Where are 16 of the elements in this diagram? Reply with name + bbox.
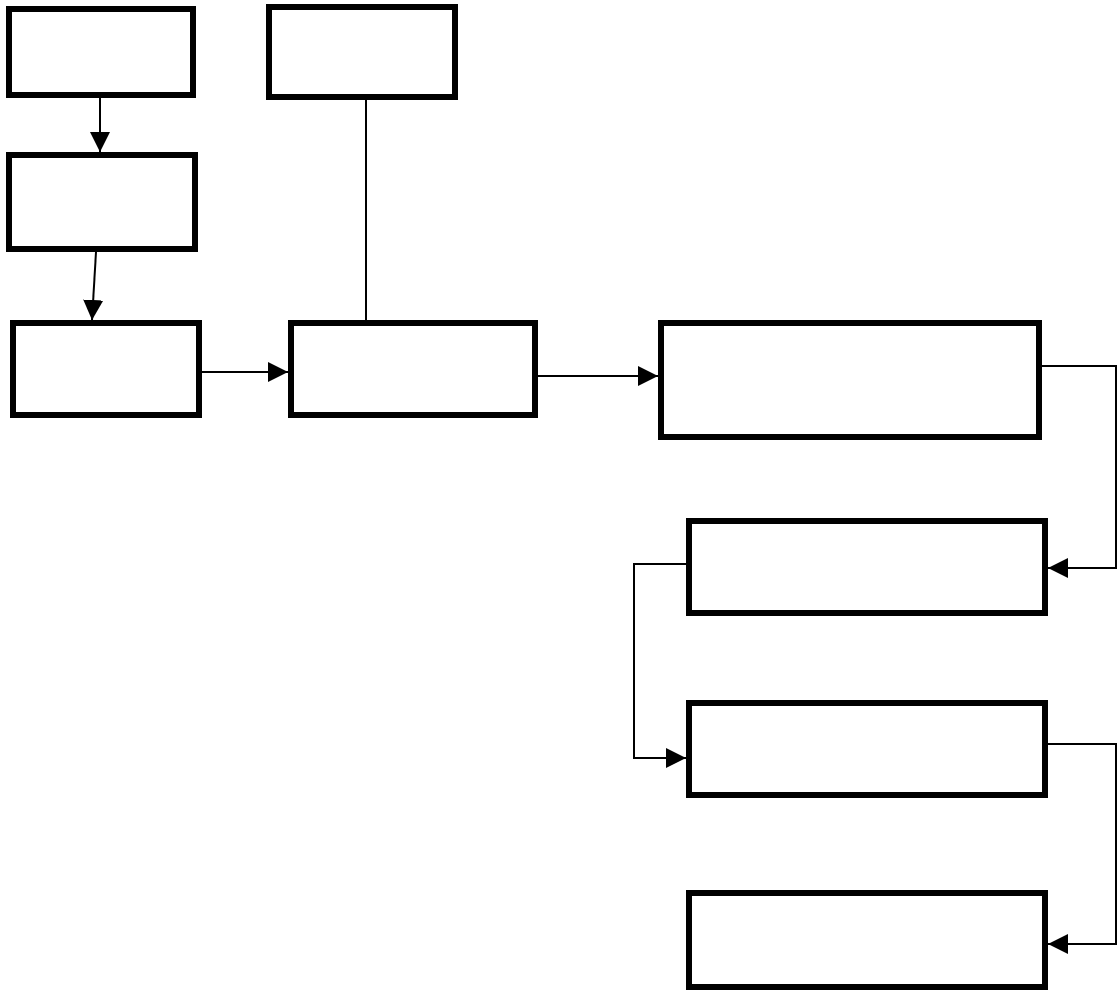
process-box bbox=[288, 320, 538, 418]
arrow bbox=[201, 362, 289, 382]
process-box bbox=[686, 700, 1048, 798]
process-box bbox=[686, 890, 1048, 990]
process-box bbox=[6, 152, 198, 252]
process-box bbox=[658, 320, 1042, 440]
arrow bbox=[1041, 365, 1117, 578]
process-box bbox=[686, 518, 1048, 616]
process-box bbox=[6, 6, 196, 98]
process-box bbox=[266, 4, 458, 100]
arrow bbox=[537, 366, 659, 386]
arrow bbox=[83, 251, 104, 321]
arrow bbox=[90, 97, 110, 153]
arrow bbox=[633, 563, 687, 768]
arrow bbox=[1047, 743, 1117, 954]
process-box bbox=[10, 320, 202, 418]
